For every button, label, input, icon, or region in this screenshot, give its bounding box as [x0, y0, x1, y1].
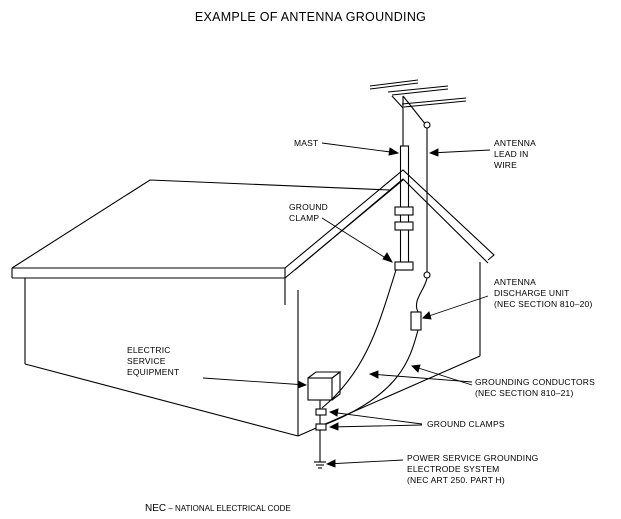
electrode-system-label: POWER SERVICE GROUNDING ELECTRODE SYSTEM…	[407, 453, 539, 485]
ground-clamps-label: GROUND CLAMPS	[427, 419, 505, 429]
electric-service-label: ELECTRIC SERVICE EQUIPMENT	[127, 345, 180, 377]
grounding-conductors	[319, 269, 419, 462]
mast-ground-clamps	[394, 206, 414, 271]
antenna-lead-label: ANTENNA LEAD IN WIRE	[494, 138, 537, 170]
lead-in-wire	[416, 121, 431, 313]
footnote: NEC – NATIONAL ELECTRICAL CODE	[145, 503, 291, 514]
antenna-icon	[369, 79, 467, 109]
ground-clamps-icon	[315, 408, 327, 431]
leader-arrows	[202, 142, 491, 468]
roof	[11, 169, 495, 305]
discharge-unit-icon	[410, 311, 422, 331]
footnote-abbr: NEC	[145, 503, 167, 514]
footnote-text: – NATIONAL ELECTRICAL CODE	[166, 504, 291, 513]
ground-clamp-label: GROUND CLAMP	[289, 202, 328, 223]
mast-label: MAST	[294, 138, 319, 148]
grounding-conductors-label: GROUNDING CONDUCTORS (NEC SECTION 810–21…	[475, 377, 596, 398]
discharge-unit-label: ANTENNA DISCHARGE UNIT (NEC SECTION 810–…	[494, 277, 593, 309]
diagram-title: EXAMPLE OF ANTENNA GROUNDING	[194, 10, 427, 24]
mast	[399, 95, 427, 271]
ground-symbol-icon	[314, 461, 326, 469]
